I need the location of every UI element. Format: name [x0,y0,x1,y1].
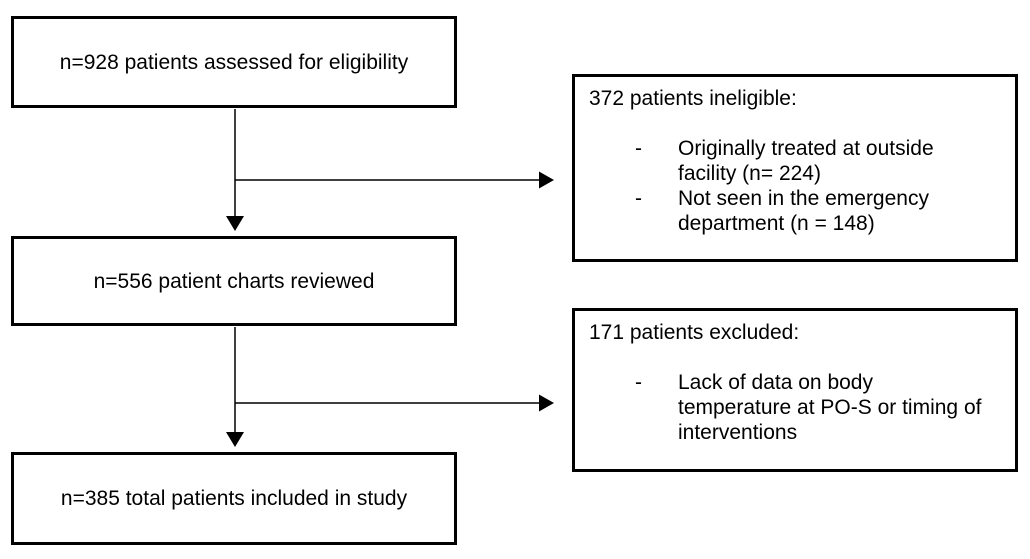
box-charts-reviewed: n=556 patient charts reviewed [11,236,457,326]
list-item: - Not seen in the emergency department (… [589,186,1001,236]
list-item: - Originally treated at outside facility… [589,136,1001,186]
list-item: - Lack of data on body temperature at PO… [589,370,1001,445]
excluded-heading: 171 patients excluded: [589,321,800,344]
box-patients-ineligible: 372 patients ineligible: - Originally tr… [572,74,1018,262]
box-patients-excluded: 171 patients excluded: - Lack of data on… [572,308,1018,472]
excluded-bullet-list: - Lack of data on body temperature at PO… [589,370,1001,445]
box-assessed-eligibility: n=928 patients assessed for eligibility [11,16,457,108]
arrow-assessed-to-reviewed [226,109,244,231]
arrow-branch-to-excluded [235,394,554,412]
bullet-text: Lack of data on body temperature at PO-S… [678,371,982,444]
dash-bullet-marker: - [635,187,642,210]
box-included-in-study: n=385 total patients included in study [11,452,457,545]
arrow-reviewed-to-included [226,327,244,447]
box-reviewed-label: n=556 patient charts reviewed [93,269,375,293]
dash-bullet-marker: - [635,137,642,160]
bullet-text: Originally treated at outside facility (… [678,137,934,185]
bullet-text: Not seen in the emergency department (n … [678,187,929,235]
box-assessed-label: n=928 patients assessed for eligibility [59,50,409,74]
ineligible-heading: 372 patients ineligible: [589,87,797,110]
dash-bullet-marker: - [635,371,642,394]
arrow-branch-to-ineligible [235,171,554,189]
box-included-label: n=385 total patients included in study [60,487,408,510]
ineligible-bullet-list: - Originally treated at outside facility… [589,136,1001,236]
